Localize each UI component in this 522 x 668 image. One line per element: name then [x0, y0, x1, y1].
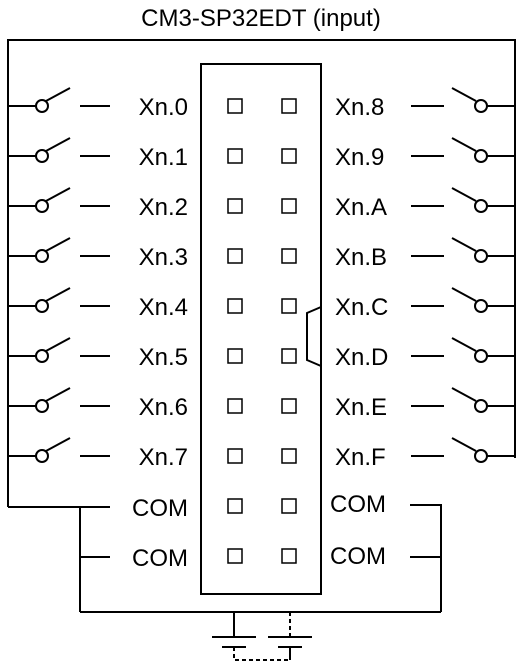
input-row-right: Xn.A [335, 187, 515, 221]
connector-pin-icon [281, 448, 297, 464]
diagram-title: CM3-SP32EDT (input) [141, 5, 381, 32]
input-row-left: Xn.4 [8, 287, 188, 321]
input-row-left: Xn.0 [8, 87, 188, 121]
normally-open-switch-icon [474, 199, 488, 213]
input-row-right: Xn.E [335, 387, 515, 421]
switch-blade [451, 387, 477, 402]
connector-pin-icon [227, 398, 243, 414]
com-right-wire [410, 504, 442, 612]
normally-open-switch-icon [35, 299, 49, 313]
input-label: Xn.1 [139, 144, 188, 171]
switch-blade [451, 237, 477, 252]
connector-pins [227, 98, 297, 564]
input-row-right: Xn.B [335, 237, 515, 271]
normally-open-switch-icon [474, 349, 488, 363]
com-label-left-1: COM [132, 495, 188, 522]
input-label: Xn.6 [139, 394, 188, 421]
normally-open-switch-icon [35, 399, 49, 413]
com-label-right-2: COM [330, 543, 386, 570]
switch-blade [451, 337, 477, 352]
input-row-right: Xn.9 [335, 137, 515, 171]
normally-open-switch-icon [35, 149, 49, 163]
switch-blade [45, 287, 71, 302]
connector-pin-icon [281, 348, 297, 364]
com-label-left-2: COM [132, 545, 188, 572]
switch-blade [451, 87, 477, 102]
switch-blade [45, 137, 71, 152]
switch-blade [45, 387, 71, 402]
right-input-rows: Xn.8Xn.9Xn.A Xn.B Xn.C Xn.D Xn.E Xn.F [335, 87, 515, 471]
connector-pin-icon [227, 148, 243, 164]
connector-pin-icon [227, 298, 243, 314]
normally-open-switch-icon [474, 449, 488, 463]
connector-pin-icon [281, 398, 297, 414]
input-label: Xn.F [335, 444, 386, 471]
switch-blade [451, 287, 477, 302]
input-label: Xn.A [335, 194, 387, 221]
left-input-rows: Xn.0Xn.1Xn.2Xn.3Xn.4Xn.5Xn.6Xn.7 [8, 87, 188, 471]
dc-power-supply-icon [212, 612, 290, 661]
connector-block [200, 63, 322, 595]
connector-pin-icon [227, 448, 243, 464]
dc-power-supply-icon [268, 612, 312, 660]
input-label: Xn.4 [139, 294, 188, 321]
normally-open-switch-icon [35, 349, 49, 363]
normally-open-switch-icon [474, 249, 488, 263]
input-row-left: Xn.7 [8, 437, 188, 471]
connector-pin-icon [281, 198, 297, 214]
normally-open-switch-icon [474, 99, 488, 113]
connector-pin-icon [281, 98, 297, 114]
connector-pin-icon [281, 248, 297, 264]
input-row-left: Xn.2 [8, 187, 188, 221]
xnc-xnd-jog [306, 306, 322, 367]
switch-blade [45, 337, 71, 352]
connector-pin-icon [281, 148, 297, 164]
connector-pin-icon [227, 98, 243, 114]
normally-open-switch-icon [474, 399, 488, 413]
com-label-right-1: COM [330, 491, 386, 518]
input-row-right: Xn.F [335, 437, 515, 471]
switch-blade [45, 237, 71, 252]
normally-open-switch-icon [474, 299, 488, 313]
input-row-left: Xn.1 [8, 137, 188, 171]
input-label: Xn.D [335, 344, 388, 371]
input-label: Xn.2 [139, 194, 188, 221]
normally-open-switch-icon [35, 199, 49, 213]
input-label: Xn.E [335, 394, 387, 421]
switch-blade [451, 187, 477, 202]
switch-blade [45, 437, 71, 452]
input-label: Xn.C [335, 294, 388, 321]
input-label: Xn.3 [139, 244, 188, 271]
outer-enclosure [7, 39, 516, 507]
normally-open-switch-icon [35, 249, 49, 263]
connector-pin-icon [281, 548, 297, 564]
connector-pin-icon [281, 498, 297, 514]
input-label: Xn.8 [335, 94, 384, 121]
switch-blade [45, 87, 71, 102]
input-label: Xn.7 [139, 444, 188, 471]
normally-open-switch-icon [474, 149, 488, 163]
connector-pin-icon [227, 348, 243, 364]
switch-blade [45, 187, 71, 202]
connector-pin-icon [227, 198, 243, 214]
input-row-right: Xn.D [335, 337, 515, 371]
input-row-right: Xn.8 [335, 87, 515, 121]
input-label: Xn.B [335, 244, 387, 271]
connector-pin-icon [227, 548, 243, 564]
input-label: Xn.9 [335, 144, 384, 171]
input-row-left: Xn.3 [8, 237, 188, 271]
normally-open-switch-icon [35, 449, 49, 463]
normally-open-switch-icon [35, 99, 49, 113]
switch-blade [451, 437, 477, 452]
connector-pin-icon [227, 248, 243, 264]
switch-blade [451, 137, 477, 152]
input-row-left: Xn.5 [8, 337, 188, 371]
input-label: Xn.0 [139, 94, 188, 121]
input-row-left: Xn.6 [8, 387, 188, 421]
connector-pin-icon [281, 298, 297, 314]
connector-pin-icon [227, 498, 243, 514]
input-label: Xn.5 [139, 344, 188, 371]
input-row-right: Xn.C [335, 287, 515, 321]
